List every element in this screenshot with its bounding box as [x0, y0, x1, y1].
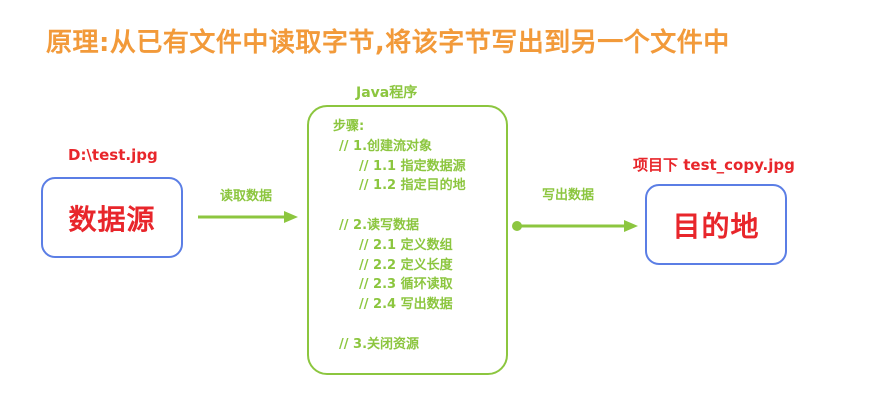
- read-arrow: [198, 211, 298, 223]
- step-spacer: [333, 315, 466, 335]
- source-label: 数据源: [68, 202, 156, 236]
- program-steps: 步骤: // 1.创建流对象 // 1.1 指定数据源 // 1.2 指定目的地…: [333, 117, 466, 355]
- step-line: // 2.4 写出数据: [359, 297, 453, 313]
- step-line: // 3.关闭资源: [339, 336, 420, 352]
- step-line: // 1.2 指定目的地: [359, 178, 466, 194]
- read-data-label: 读取数据: [220, 189, 273, 204]
- step-line: // 2.1 定义数组: [359, 237, 453, 253]
- write-data-label: 写出数据: [542, 188, 595, 203]
- program-box: 步骤: // 1.创建流对象 // 1.1 指定数据源 // 1.2 指定目的地…: [307, 105, 508, 375]
- source-file-caption: D:\test.jpg: [68, 146, 158, 164]
- destination-box: 目的地: [645, 184, 787, 265]
- step-line: // 1.创建流对象: [339, 138, 433, 154]
- step-line: // 2.3 循环读取: [359, 277, 453, 293]
- write-arrow: [512, 220, 638, 232]
- step-line: // 2.2 定义长度: [359, 257, 453, 273]
- step-line: // 2.读写数据: [339, 217, 420, 233]
- step-spacer: [333, 196, 466, 216]
- program-caption: Java程序: [356, 85, 418, 101]
- page-title: 原理:从已有文件中读取字节,将该字节写出到另一个文件中: [46, 28, 730, 58]
- source-box: 数据源: [41, 177, 183, 258]
- destination-file-caption: 项目下 test_copy.jpg: [633, 156, 795, 174]
- destination-label: 目的地: [672, 209, 760, 243]
- step-line: // 1.1 指定数据源: [359, 158, 466, 174]
- step-header: 步骤:: [333, 119, 365, 134]
